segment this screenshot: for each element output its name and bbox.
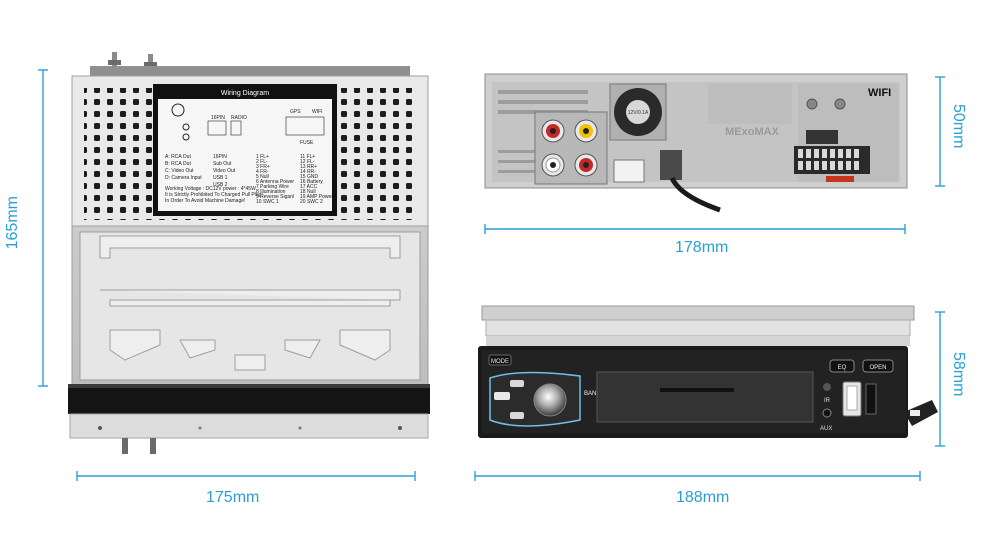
svg-text:11 FL+: 11 FL+ [300, 154, 315, 160]
tag-fuse: FUSE [300, 140, 314, 146]
svg-text:B: RCA Out: B: RCA Out [165, 161, 191, 167]
svg-text:10 SWC 1: 10 SWC 1 [256, 199, 279, 205]
open-button-label: OPEN [869, 365, 886, 371]
wiring-diagram-title: Wiring Diagram [221, 90, 269, 97]
top-view-unit: Wiring Diagram 16PIN RADIO GPS WIFI FUSE… [68, 52, 430, 454]
svg-text:USB 1: USB 1 [213, 175, 228, 181]
tag-wifi: WIFI [312, 109, 323, 115]
svg-text:Video Out: Video Out [213, 168, 236, 174]
front-width-label: 188mm [676, 489, 730, 506]
svg-text:17 ACC: 17 ACC [300, 184, 318, 190]
svg-text:19 AMP Power: 19 AMP Power [300, 194, 333, 200]
sticker-pins-b: 11 FL+ 12 FL- 13 RR+ 14 RR- 15 GND 16 Ba… [300, 154, 333, 205]
ir-label: IR [824, 398, 831, 404]
svg-text:16 Battery: 16 Battery [300, 179, 323, 185]
rear-view-unit: 12V/0.1A MExoMAX WIFI [484, 73, 908, 213]
sticker-warnings: Working Voltage : DC12V power : 4*45W It… [165, 186, 263, 204]
svg-text:In Order To Avoid Machine Dama: In Order To Avoid Machine Damage! [165, 198, 245, 204]
mode-button-label: MODE [491, 359, 509, 365]
svg-text:13 RR+: 13 RR+ [300, 164, 317, 170]
fan-label: 12V/0.1A [628, 110, 649, 116]
svg-text:12 FL-: 12 FL- [300, 159, 315, 165]
front-height-label: 58mm [950, 352, 967, 397]
svg-text:C: Video Out: C: Video Out [165, 168, 194, 174]
tag-radio: RADIO [231, 115, 247, 121]
svg-text:7 Parking Wire: 7 Parking Wire [256, 184, 289, 190]
svg-text:D: Camera Input: D: Camera Input [165, 175, 202, 181]
svg-text:5 Null: 5 Null [256, 174, 269, 180]
brand-emboss: MExoMAX [725, 126, 779, 138]
svg-text:Working Voltage : DC12V power: Working Voltage : DC12V power : 4*45W [165, 186, 256, 192]
left-width-label: 175mm [206, 489, 260, 506]
band-label: BAND [584, 391, 601, 397]
svg-text:6 Antenna Power: 6 Antenna Power [256, 179, 294, 185]
aux-label: AUX [820, 426, 832, 432]
rear-height-label: 50mm [950, 104, 967, 149]
svg-text:20 SWC 2: 20 SWC 2 [300, 199, 323, 205]
svg-text:18 Null: 18 Null [300, 189, 316, 195]
svg-text:4 FR-: 4 FR- [256, 169, 269, 175]
svg-text:14 RR-: 14 RR- [300, 169, 316, 175]
svg-text:1 FL+: 1 FL+ [256, 154, 269, 160]
svg-text:8 Illumination: 8 Illumination [256, 189, 286, 195]
tag-gps: GPS [290, 109, 301, 115]
dimension-lines [38, 69, 945, 481]
front-view-unit: MODE EQ OPEN BAND IR AUX [478, 305, 938, 438]
svg-text:USB 2: USB 2 [213, 182, 228, 188]
sticker-mid-lines: 16PIN Sub Out Video Out USB 1 USB 2 [213, 154, 236, 188]
svg-text:Sub Out: Sub Out [213, 161, 232, 167]
sticker-left-lines: A: RCA Out B: RCA Out C: Video Out D: Ca… [165, 154, 202, 181]
wifi-label: WIFI [868, 87, 891, 99]
svg-text:A: RCA Out: A: RCA Out [165, 154, 191, 160]
rear-width-label: 178mm [675, 239, 729, 256]
svg-text:3 FR+: 3 FR+ [256, 164, 270, 170]
tag-16pin: 16PIN [211, 115, 225, 121]
sticker-pins-a: 1 FL+ 2 FL- 3 FR+ 4 FR- 5 Null 6 Antenna… [256, 154, 294, 205]
svg-text:2 FL-: 2 FL- [256, 159, 268, 165]
eq-button-label: EQ [838, 365, 847, 371]
svg-text:9 Reverse Siganl: 9 Reverse Siganl [256, 194, 294, 200]
svg-text:16PIN: 16PIN [213, 154, 227, 160]
svg-text:It is Strictly Prohibited To C: It is Strictly Prohibited To Charged Pul… [165, 192, 263, 198]
svg-text:15 GND: 15 GND [300, 174, 318, 180]
